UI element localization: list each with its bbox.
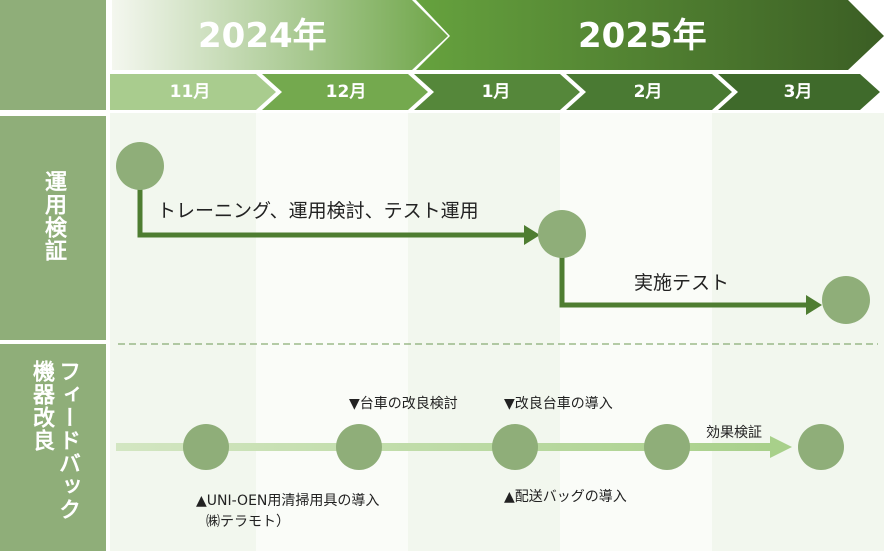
month-2-banner xyxy=(566,74,732,110)
month-label-11: 11月 xyxy=(169,82,211,102)
feedback-node-4 xyxy=(644,424,690,470)
month-12-banner xyxy=(262,74,428,110)
month-11-banner xyxy=(110,74,276,110)
month-label-2: 2月 xyxy=(633,82,663,102)
year-label-2025: 2025年 xyxy=(578,16,707,56)
month-label-12: 12月 xyxy=(325,82,367,102)
operation-arrowhead-1 xyxy=(524,225,540,245)
col-bg-3 xyxy=(712,113,884,551)
feedback-arrow-shaft xyxy=(116,443,776,451)
year-2024-banner xyxy=(112,0,448,70)
feedback-node-5 xyxy=(798,424,844,470)
operation-step-2-text: 実施テスト xyxy=(634,272,730,294)
feedback-node-1 xyxy=(183,424,229,470)
month-label-3: 3月 xyxy=(783,82,813,102)
milestone-improved-cart: ▼改良台車の導入 xyxy=(504,396,613,412)
operation-step-1-text: トレーニング、運用検討、テスト運用 xyxy=(157,200,479,222)
milestone-effect-verification: 効果検証 xyxy=(706,425,762,441)
sidebar-operation-cell xyxy=(0,116,106,340)
milestone-cleaning-tools-line2: ㈱テラモト） xyxy=(206,514,290,530)
sidebar-header-cell xyxy=(0,0,106,110)
year-2025-banner xyxy=(416,0,884,70)
year-label-2024: 2024年 xyxy=(198,16,327,56)
month-3-banner xyxy=(718,74,880,110)
milestone-delivery-bag: ▲配送バッグの導入 xyxy=(504,489,627,505)
row-label-operation: 運用検証 xyxy=(41,170,66,262)
feedback-node-2 xyxy=(336,424,382,470)
row-label-feedback: フィードバック機器改良 xyxy=(29,360,80,521)
operation-start-node xyxy=(116,142,164,190)
milestone-cleaning-tools-line1: ▲UNI-OEN用清掃用具の導入 xyxy=(196,493,380,509)
month-1-banner xyxy=(414,74,580,110)
col-bg-12 xyxy=(256,113,408,551)
col-bg-2 xyxy=(560,113,712,551)
operation-middle-node xyxy=(538,210,586,258)
operation-arrowhead-2 xyxy=(806,295,822,315)
sidebar-feedback-cell xyxy=(0,344,106,551)
operation-end-node xyxy=(822,276,870,324)
col-bg-1 xyxy=(408,113,560,551)
milestone-cart-review: ▼台車の改良検討 xyxy=(349,396,458,412)
month-label-1: 1月 xyxy=(481,82,511,102)
feedback-arrowhead xyxy=(770,436,792,458)
feedback-node-3 xyxy=(492,424,538,470)
